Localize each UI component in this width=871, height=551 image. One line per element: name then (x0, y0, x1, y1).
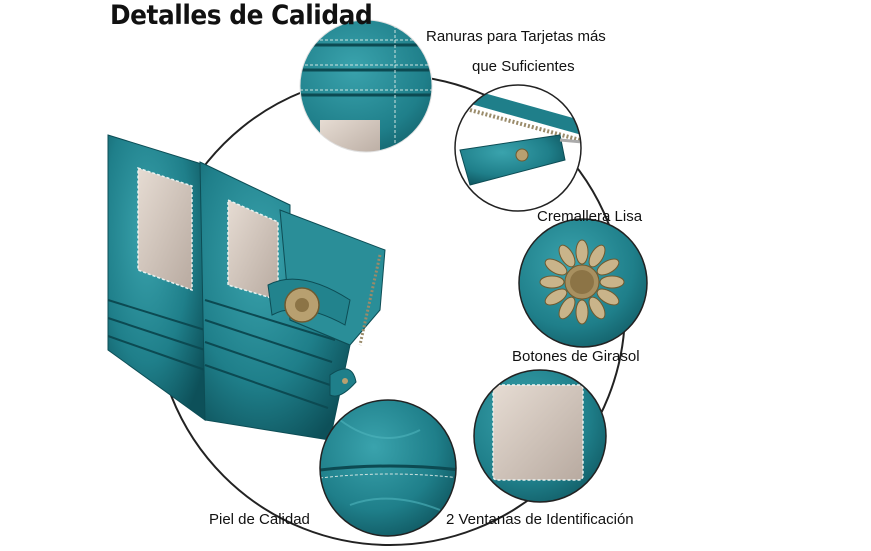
label-sunflower-button: Botones de Girasol (512, 348, 640, 365)
detail-sunflower-button (519, 219, 647, 347)
label-card-slots-line1: Ranuras para Tarjetas más (426, 28, 606, 45)
page-title: Detalles de Calidad (110, 0, 373, 31)
label-id-windows: 2 Ventanas de Identificación (446, 511, 634, 528)
detail-id-windows (474, 370, 606, 502)
wallet-image (107, 134, 386, 441)
detail-leather (320, 400, 456, 536)
detail-zipper (455, 85, 581, 211)
label-zipper: Cremallera Lisa (537, 208, 643, 225)
label-leather: Piel de Calidad (209, 511, 310, 528)
label-card-slots-line2: que Suficientes (472, 58, 575, 75)
